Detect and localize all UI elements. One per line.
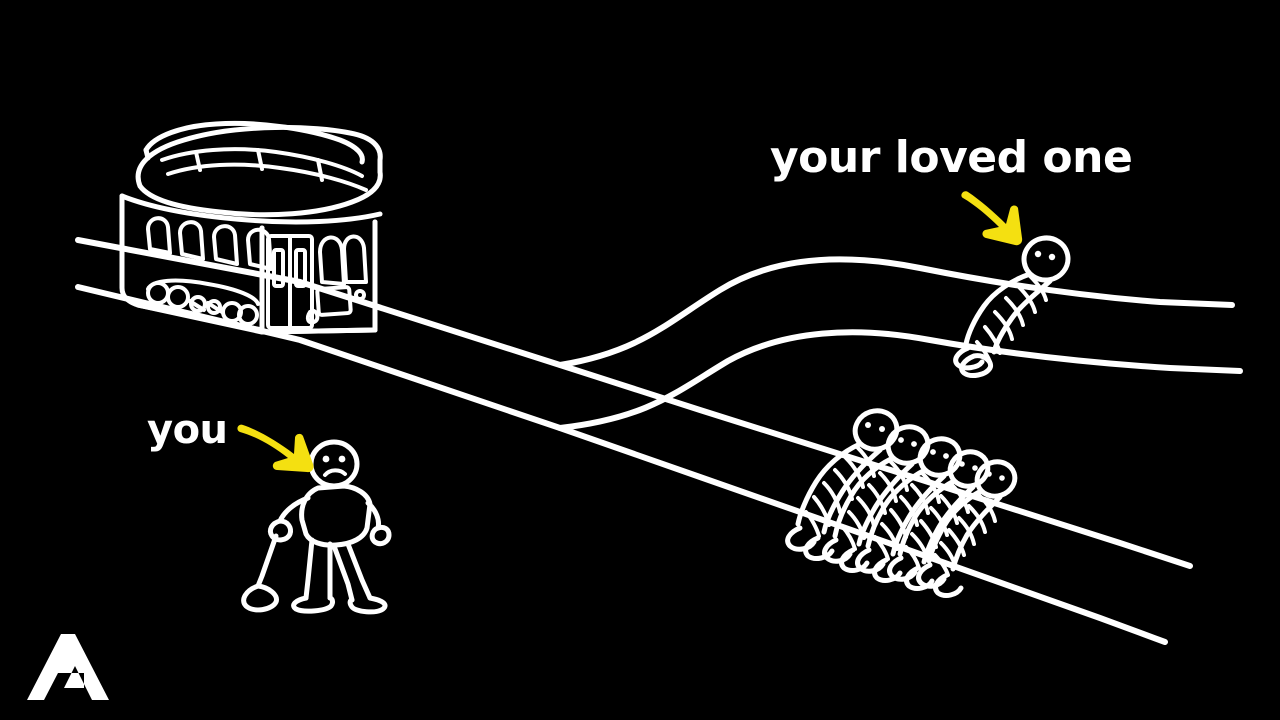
- tied-person-5: [916, 459, 1018, 598]
- tied-person-3: [855, 436, 963, 583]
- trolley-roof-divider-1: [194, 150, 202, 172]
- loved-one-figure: [953, 235, 1071, 378]
- trolley-roof-clerestory: [143, 120, 365, 165]
- operator-leg-right-inner: [331, 543, 355, 603]
- rail-main-lower: [75, 284, 1168, 645]
- loved-one-body: [963, 271, 1033, 347]
- trolley-step: [305, 309, 320, 325]
- trolley-roof-divider-3: [316, 158, 324, 182]
- loved-one-eye-left: [1034, 250, 1042, 258]
- operator-eye-left: [322, 455, 330, 463]
- operator-foot-left: [291, 595, 336, 614]
- rail-main-upper: [75, 237, 1193, 569]
- trolley-roof-canopy-right: [137, 169, 383, 218]
- switch-lever-shaft: [255, 533, 279, 589]
- operator-hand-right: [369, 524, 392, 547]
- trolley-front-panel: [315, 285, 353, 317]
- trolley: [119, 120, 383, 335]
- trolley-roof-divider-2: [256, 148, 264, 171]
- label-you: you: [147, 407, 228, 453]
- loved-one-eye-right: [1048, 253, 1056, 261]
- operator-eye-right: [338, 455, 346, 463]
- trolley-side-windows: [146, 216, 273, 271]
- group-of-five-figures: [785, 408, 1018, 598]
- operator-foot-right: [347, 595, 388, 615]
- tied-person-4: [887, 449, 991, 591]
- trolley-roof-clerestory-band: [160, 147, 364, 178]
- trolley-undercarriage: [146, 278, 260, 326]
- tied-person-1: [785, 408, 900, 561]
- loved-one-foot: [959, 353, 994, 378]
- operator-leg-right: [345, 541, 373, 601]
- operator-figure: [241, 439, 392, 615]
- track-system: [75, 237, 1243, 645]
- rail-branch-lower: [557, 329, 1243, 431]
- arrow-you: [237, 424, 314, 473]
- trolley-doors: [266, 234, 314, 330]
- operator-head: [308, 439, 360, 489]
- trolley-front-windows: [318, 234, 368, 286]
- trolley-roof-band-bottom: [166, 162, 368, 192]
- trolley-headlight: [354, 289, 366, 301]
- switch-lever-base: [241, 583, 279, 613]
- loved-one-ropes: [975, 274, 1048, 364]
- operator-torso: [299, 483, 373, 548]
- loved-one-leg: [953, 345, 985, 371]
- operator-leg-left: [303, 537, 315, 601]
- operator-hand-left: [267, 518, 293, 543]
- arrow-loved-one: [961, 191, 1023, 246]
- trolley-roof-clerestory-lower: [143, 147, 151, 161]
- operator-mouth-frown: [323, 468, 347, 477]
- rail-branch-upper: [557, 256, 1235, 368]
- trolley-body-top-line: [119, 193, 383, 225]
- tied-person-2: [822, 424, 931, 573]
- brand-logo: [27, 634, 109, 700]
- label-your-loved-one: your loved one: [770, 132, 1133, 183]
